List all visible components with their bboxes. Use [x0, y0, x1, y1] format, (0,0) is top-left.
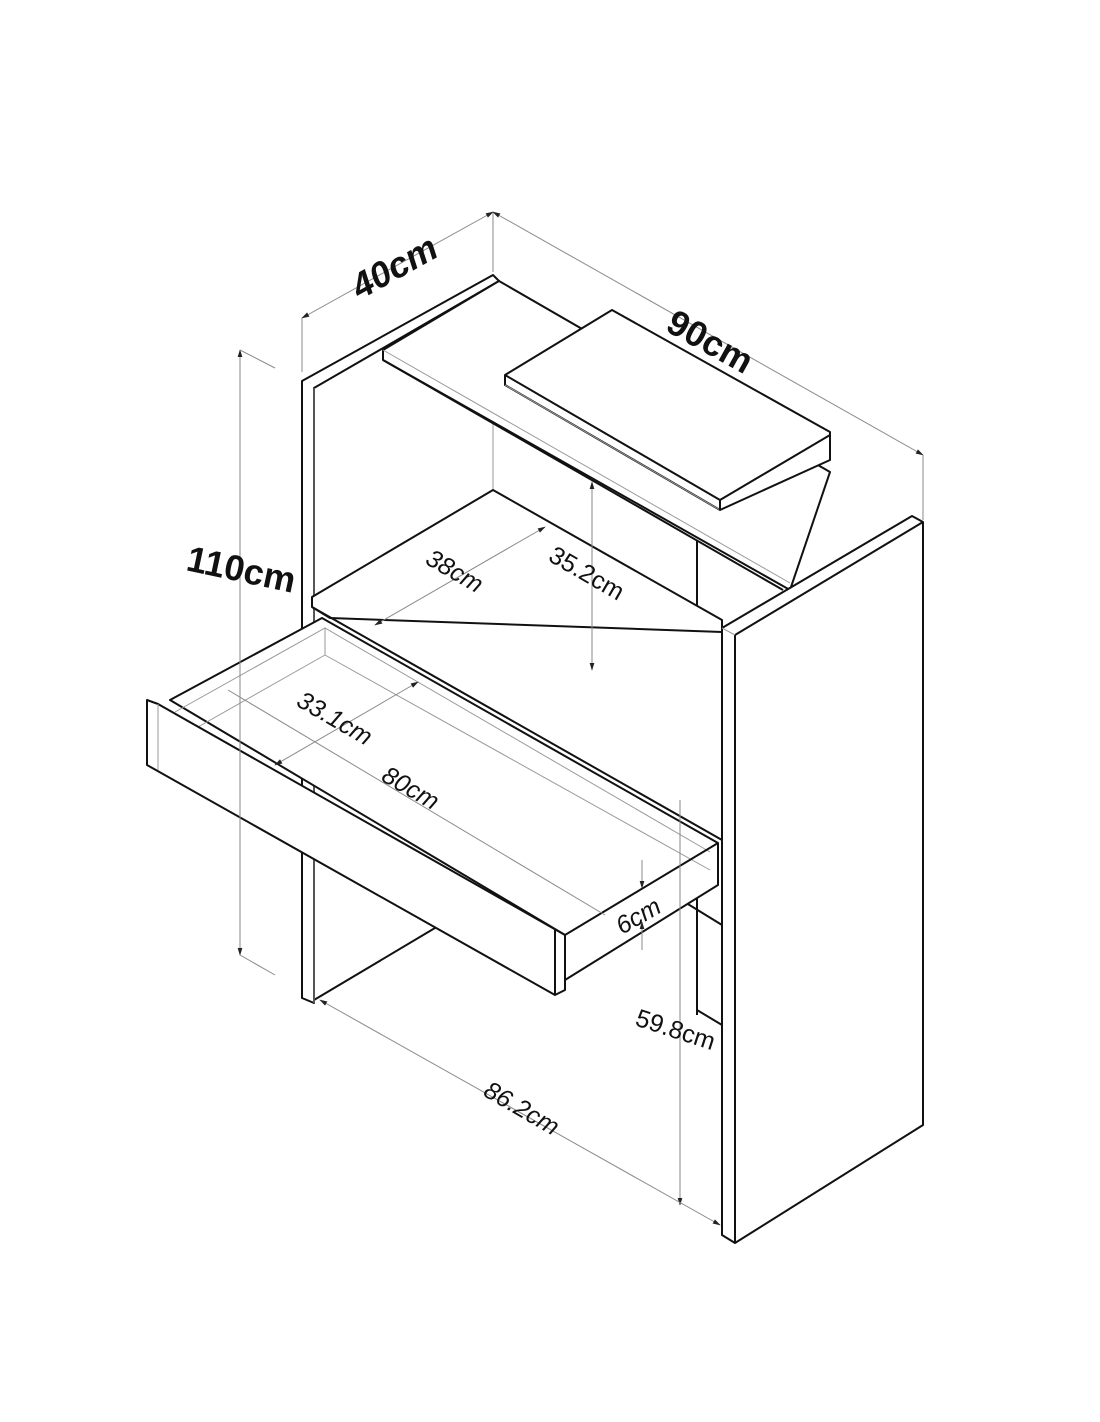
- leg-clearance-label: 59.8cm: [632, 1004, 719, 1056]
- right-side-panel: [721, 515, 924, 1244]
- inner-width-label: 86.2cm: [479, 1076, 564, 1141]
- dimension-lines: [227, 211, 924, 1226]
- depth-label: 40cm: [343, 226, 444, 307]
- height-label: 110cm: [183, 538, 299, 601]
